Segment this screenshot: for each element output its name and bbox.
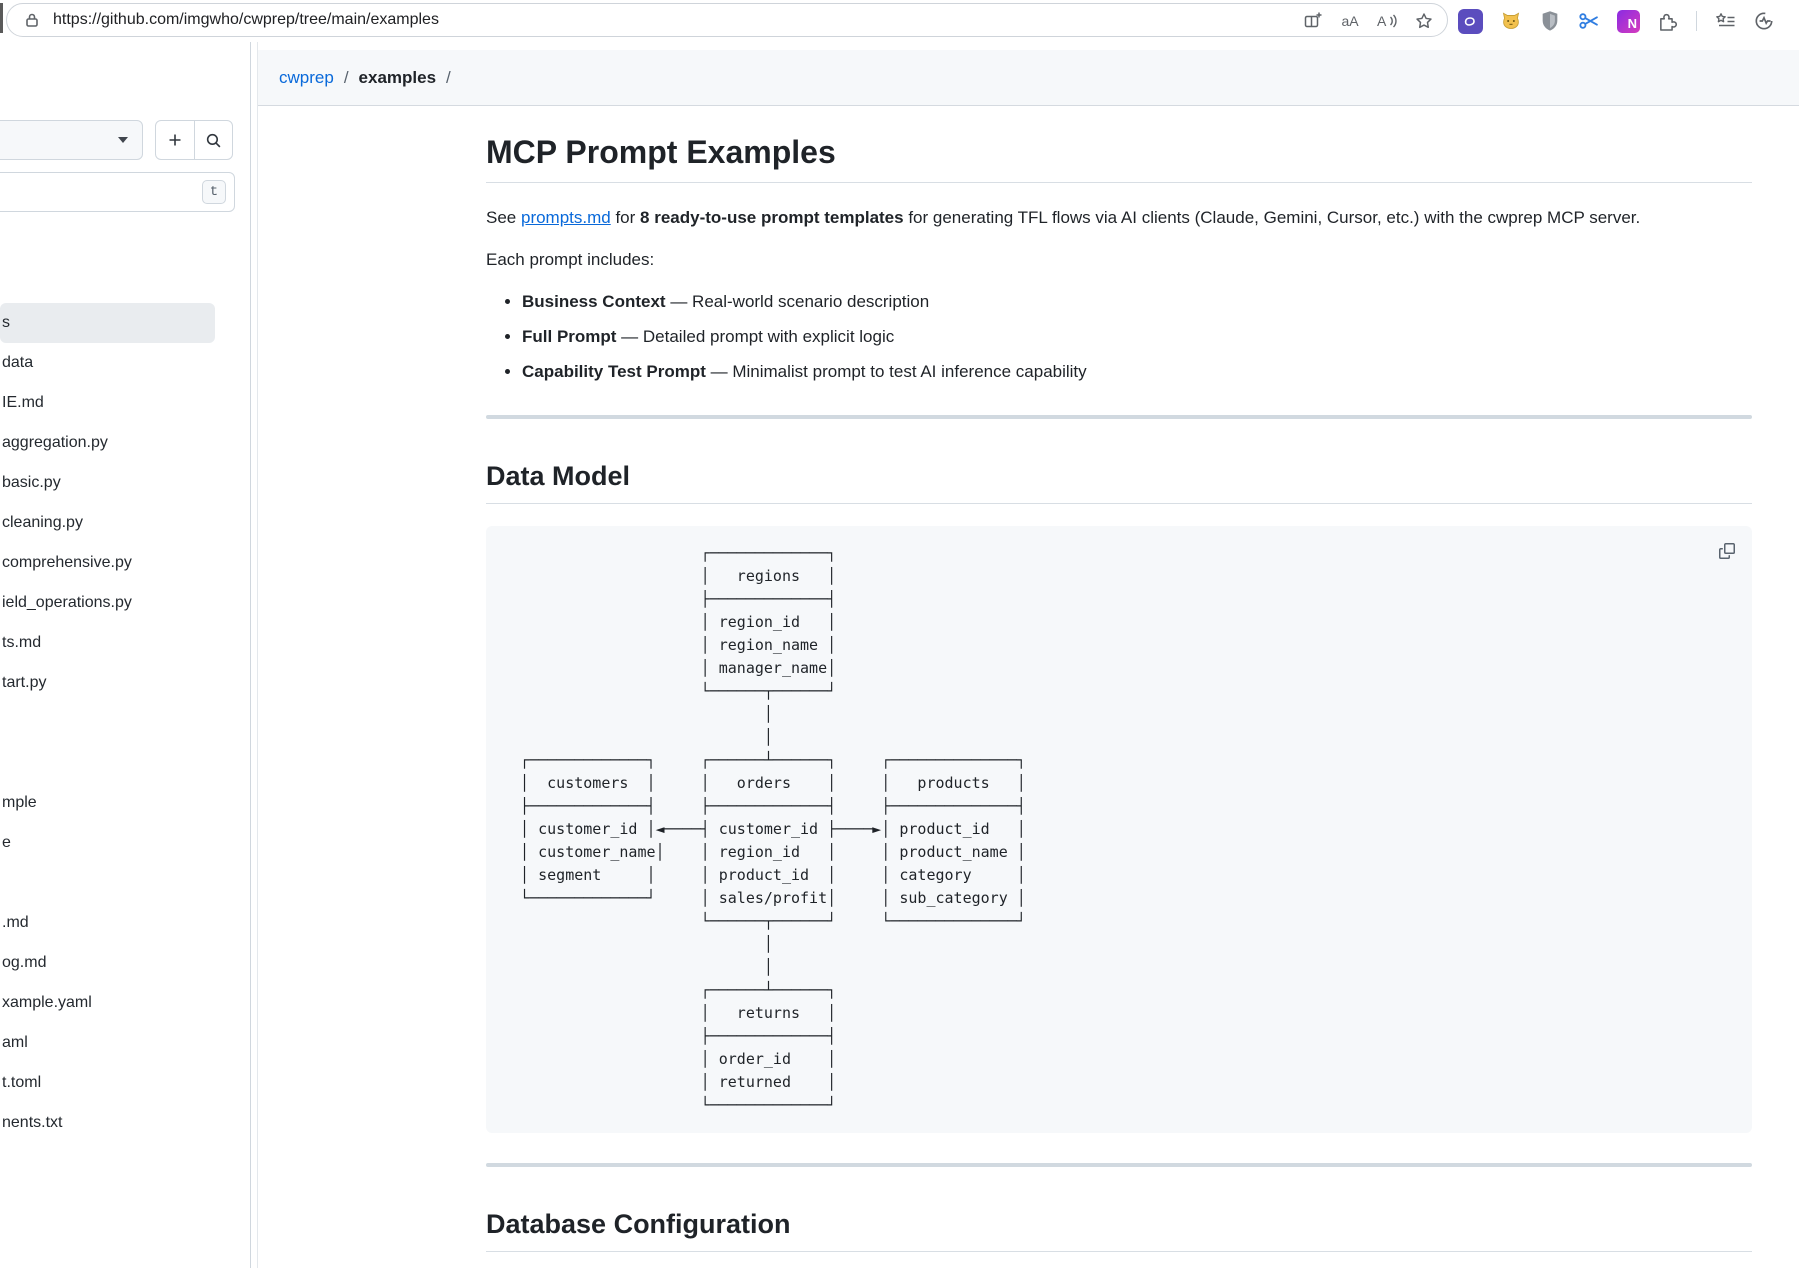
page-title: MCP Prompt Examples <box>486 132 1752 183</box>
breadcrumb-current: examples <box>358 67 437 87</box>
tree-item[interactable]: tart.py <box>2 674 47 691</box>
tree-item[interactable]: aggregation.py <box>2 434 108 451</box>
shield-extension-icon[interactable] <box>1539 10 1561 32</box>
read-aloud-icon[interactable]: A <box>1376 10 1398 32</box>
tree-item[interactable]: ts.md <box>2 634 42 651</box>
tree-search-input[interactable]: t <box>0 172 235 212</box>
add-file-button[interactable] <box>156 121 194 159</box>
tree-item[interactable]: data <box>2 354 34 371</box>
bullet-bold: Capability Test Prompt <box>522 362 706 381</box>
bullet-text: — Detailed prompt with explicit logic <box>616 327 895 346</box>
search-button[interactable] <box>193 121 233 159</box>
section-divider <box>486 415 1752 419</box>
bullet-text: — Real-world scenario description <box>665 292 930 311</box>
tree-item[interactable]: cleaning.py <box>2 514 83 531</box>
tree-item[interactable]: og.md <box>2 954 47 971</box>
branch-selector[interactable] <box>0 120 143 160</box>
browser-toolbar: https://github.com/imgwho/cwprep/tree/ma… <box>0 0 1799 42</box>
address-bar[interactable]: https://github.com/imgwho/cwprep/tree/ma… <box>6 3 1448 37</box>
tree-item[interactable] <box>0 703 250 743</box>
bullet-text: — Minimalist prompt to test AI inference… <box>705 362 1087 381</box>
extensions-puzzle-icon[interactable] <box>1657 10 1679 32</box>
includes-line: Each prompt includes: <box>486 250 655 269</box>
breadcrumb-repo-link[interactable]: cwprep <box>279 67 334 87</box>
translate-icon[interactable]: aA <box>1341 13 1359 29</box>
tree-item[interactable]: t.toml <box>2 1074 42 1091</box>
tree-item[interactable]: basic.py <box>2 474 61 491</box>
content-edge <box>257 42 258 1268</box>
main-pane: cwprep / examples / MCP Prompt Examples … <box>258 42 1799 1268</box>
intro-text-mid: for <box>610 208 641 227</box>
cat-extension-icon[interactable] <box>1500 10 1522 32</box>
tree-item[interactable]: IE.md <box>2 394 44 411</box>
intro-paragraph: See prompts.md for 8 ready-to-use prompt… <box>486 205 1752 231</box>
tree-item[interactable]: e <box>2 834 11 851</box>
tree-button-group <box>155 120 233 160</box>
split-screen-icon[interactable] <box>1302 10 1324 32</box>
breadcrumb: cwprep / examples / <box>258 50 1799 106</box>
prompts-md-link[interactable]: prompts.md <box>520 208 611 227</box>
window-edge <box>0 3 3 33</box>
tree-item[interactable]: ield_operations.py <box>2 594 132 611</box>
tree-item[interactable]: mple <box>2 794 37 811</box>
tree-item[interactable]: nents.txt <box>2 1114 63 1131</box>
list-item: Full Prompt — Detailed prompt with expli… <box>522 324 1752 350</box>
breadcrumb-separator-2: / <box>446 67 451 87</box>
tree-item[interactable]: aml <box>2 1034 28 1051</box>
toolbar-divider <box>1696 11 1697 31</box>
tree-item[interactable] <box>0 743 250 783</box>
bullet-bold: Business Context <box>522 292 666 311</box>
readme-body: MCP Prompt Examples See prompts.md for 8… <box>258 132 1799 1252</box>
prompt-feature-list: Business Context — Real-world scenario d… <box>486 289 1752 385</box>
tree-item[interactable]: xample.yaml <box>2 994 92 1011</box>
db-config-heading: Database Configuration <box>486 1207 1752 1252</box>
svg-text:A: A <box>1377 13 1387 29</box>
chevron-down-icon <box>118 137 128 143</box>
list-item: Capability Test Prompt — Minimalist prom… <box>522 359 1752 385</box>
intro-text: See <box>486 208 521 227</box>
intro-text-post: for generating TFL flows via AI clients … <box>903 208 1641 227</box>
bullet-bold: Full Prompt <box>522 327 617 346</box>
collections-icon[interactable] <box>1714 10 1736 32</box>
shortcut-key-badge: t <box>202 180 226 204</box>
sidebar-divider[interactable] <box>250 42 251 1268</box>
extensions-area: N <box>1458 4 1775 38</box>
purple-extension-icon[interactable] <box>1458 8 1483 34</box>
list-item: Business Context — Real-world scenario d… <box>522 289 1752 315</box>
data-model-code-block: ┌─────────────┐ │ regions │ ├───────────… <box>486 526 1752 1133</box>
tree-item[interactable]: comprehensive.py <box>2 554 132 571</box>
scissors-extension-icon[interactable] <box>1578 10 1600 32</box>
intro-bold: 8 ready-to-use prompt templates <box>640 208 904 227</box>
data-model-heading: Data Model <box>486 459 1752 504</box>
url-text[interactable]: https://github.com/imgwho/cwprep/tree/ma… <box>53 11 439 28</box>
favorite-star-icon[interactable] <box>1413 10 1435 32</box>
copy-icon[interactable] <box>1712 536 1742 566</box>
browser-essentials-icon[interactable] <box>1753 10 1775 32</box>
lock-icon[interactable] <box>21 9 43 31</box>
tree-item[interactable]: .md <box>2 914 29 931</box>
tree-item[interactable] <box>0 863 250 903</box>
section-divider-2 <box>486 1163 1752 1167</box>
breadcrumb-separator: / <box>343 67 349 87</box>
ascii-er-diagram: ┌─────────────┐ │ regions │ ├───────────… <box>520 544 1026 1114</box>
note-clipper-icon[interactable]: N <box>1617 9 1640 33</box>
tree-item[interactable]: s <box>0 303 215 343</box>
